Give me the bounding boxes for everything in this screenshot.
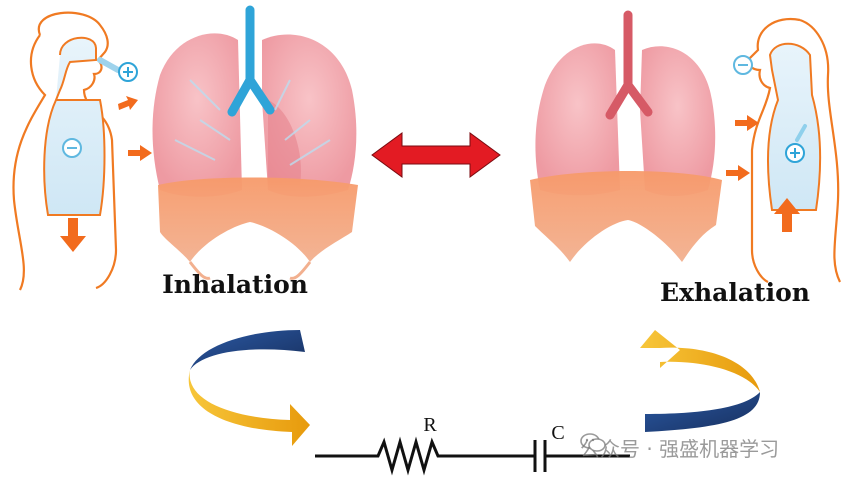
down-arrow-icon	[60, 218, 86, 252]
capacitor-plates	[533, 440, 547, 472]
exhale-body-figure	[747, 17, 841, 283]
inhale-airflow-stream	[97, 57, 121, 73]
inhale-lungs	[152, 5, 358, 280]
cycle-arrow-right	[640, 330, 760, 432]
plus-circle-icon	[118, 62, 138, 82]
exhale-side-arrows	[726, 115, 759, 181]
exhale-diaphragm	[530, 171, 722, 262]
inhale-side-arrows	[118, 96, 152, 161]
exhalation-label: Exhalation	[660, 278, 810, 307]
exhale-lungs	[530, 10, 722, 262]
inhale-bronchioles	[174, 79, 331, 166]
exhale-trachea	[605, 10, 653, 120]
resistor-label: R	[423, 414, 437, 436]
minus-circle-icon	[62, 138, 82, 158]
exhale-right-lung	[640, 46, 716, 197]
inhalation-label: Inhalation	[162, 270, 308, 299]
watermark-text: 公众号 · 强盛机器学习	[580, 436, 780, 461]
exhale-airway-chest	[767, 42, 822, 211]
up-arrow-icon	[774, 198, 800, 232]
capacitor-label: C	[551, 422, 565, 444]
wechat-icon	[580, 433, 606, 452]
minus-circle-icon	[733, 55, 753, 75]
double-arrow-icon	[371, 132, 501, 178]
inhale-diaphragm	[158, 177, 358, 262]
inhale-body-outline	[37, 11, 118, 290]
exhale-left-lung	[535, 43, 620, 196]
inhale-trachea	[227, 5, 275, 117]
inhale-back-outline	[12, 34, 47, 291]
exhale-back-outline	[799, 18, 841, 283]
cycle-arrow-left	[188, 330, 310, 446]
rc-circuit	[315, 436, 630, 476]
inhale-airway-chest	[43, 36, 106, 216]
resistor-line	[315, 436, 535, 476]
plus-circle-icon	[785, 124, 807, 163]
watermark: 公众号 · 强盛机器学习	[580, 432, 850, 462]
inhale-body-figure	[12, 11, 121, 291]
exhale-body-outline	[747, 17, 801, 283]
inhale-left-lung	[152, 33, 242, 197]
